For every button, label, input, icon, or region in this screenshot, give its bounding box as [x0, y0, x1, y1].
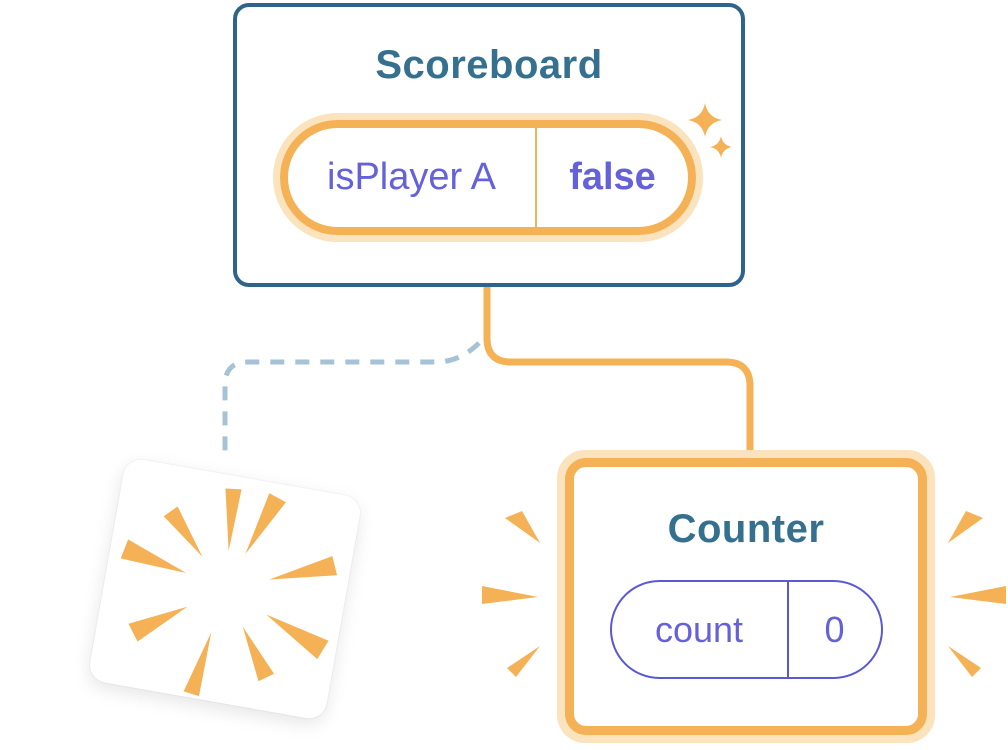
burst-rays-icon	[120, 488, 338, 697]
solid-connector-line	[483, 283, 754, 453]
scoreboard-title: Scoreboard	[375, 43, 603, 87]
state-name: isPlayer A	[288, 128, 537, 227]
state-value: 0	[824, 608, 845, 650]
destroyed-component-card	[87, 456, 363, 722]
counter-state-pill: count 0	[609, 580, 883, 679]
counter-title: Counter	[667, 507, 825, 551]
flash-rays-right-icon	[948, 511, 1006, 677]
state-name: count	[612, 582, 789, 677]
counter-card: Counter count 0	[557, 450, 935, 743]
sparkles-icon	[688, 103, 732, 158]
flash-rays-left-icon	[482, 511, 540, 677]
scoreboard-card: Scoreboard isPlayer A false	[233, 3, 745, 287]
dashed-connector-line	[222, 341, 481, 458]
scoreboard-state-pill: isPlayer A false	[273, 113, 703, 242]
state-value: false	[569, 156, 656, 198]
